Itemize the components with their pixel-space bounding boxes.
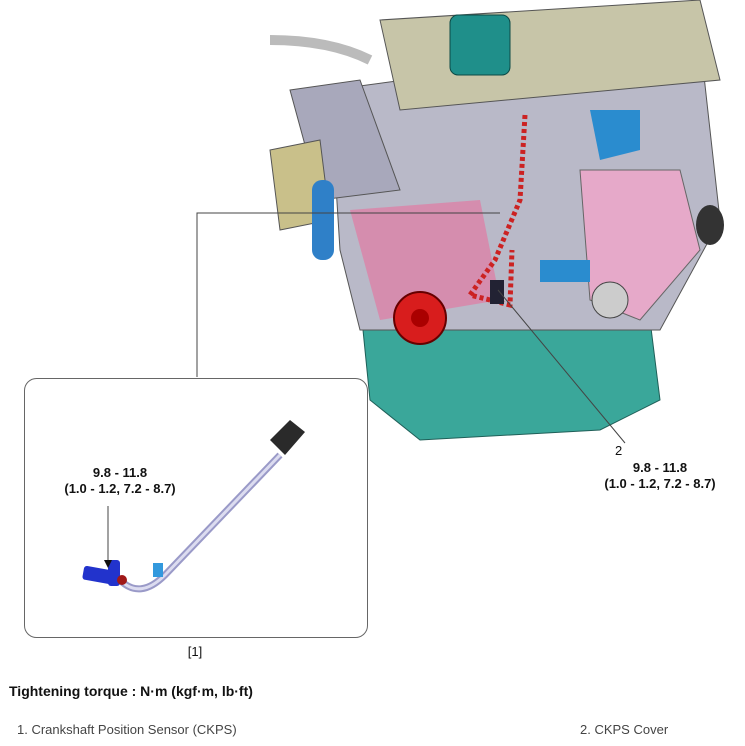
cover-torque-alt-units: (1.0 - 1.2, 7.2 - 8.7) — [604, 476, 716, 491]
legend-item: 2. CKPS Cover — [580, 722, 669, 737]
detail-leader-line — [196, 212, 500, 377]
engine-illustration — [269, 0, 724, 441]
cover-torque-value: 9.8 - 11.8 — [632, 460, 688, 475]
sensor-torque-callout: 9.8 - 11.8 (1.0 - 1.2, 7.2 - 8.7) — [40, 465, 200, 497]
sensor-torque-value: 9.8 - 11.8 — [92, 465, 148, 480]
torque-title: Tightening torque : N·m (kgf·m, lb·ft) — [9, 683, 253, 699]
cover-torque-callout: 9.8 - 11.8 (1.0 - 1.2, 7.2 - 8.7) — [585, 460, 735, 492]
detail-box — [24, 378, 368, 638]
cover-number-label: 2 — [615, 443, 623, 458]
detail-label: [1] — [187, 644, 203, 659]
cover-leader-line — [497, 289, 626, 444]
ckps-sensor-illustration — [82, 420, 305, 593]
sensor-torque-alt-units: (1.0 - 1.2, 7.2 - 8.7) — [64, 481, 176, 496]
legend-item: 1. Crankshaft Position Sensor (CKPS) — [17, 722, 237, 737]
